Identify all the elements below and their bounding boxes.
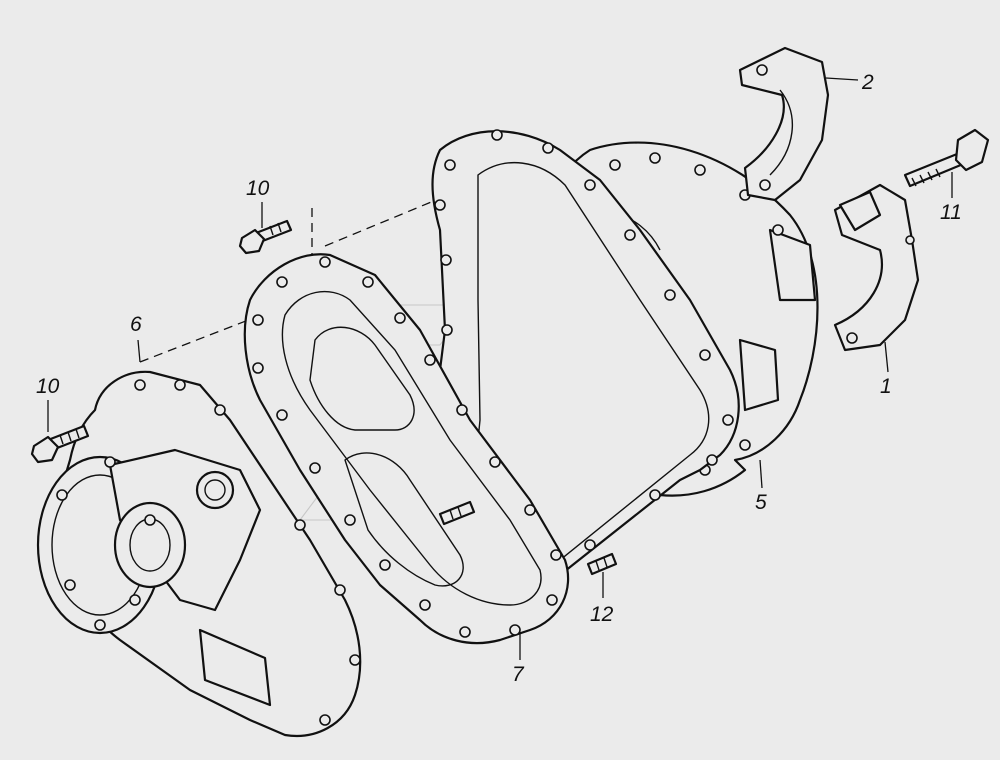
part-7-holes (252, 256, 562, 638)
part-11-bolt (903, 128, 990, 188)
part-10-bolt-lower (30, 424, 90, 464)
callout-2: 2 (862, 71, 874, 94)
part-6-front-cover (36, 370, 362, 738)
part-12-stud-lower (586, 552, 618, 576)
callout-12: 12 (590, 603, 614, 626)
part-12-stud-upper (438, 500, 476, 526)
callout-10-lower: 10 (36, 375, 60, 398)
callout-1: 1 (880, 375, 892, 398)
leader-lines (47, 77, 953, 660)
callout-5: 5 (755, 491, 767, 514)
part-10-bolt-upper (238, 219, 293, 255)
callout-11: 11 (940, 201, 962, 224)
callout-10-upper: 10 (246, 177, 270, 200)
callout-7: 7 (512, 663, 524, 686)
part-2-bearing-cap-upper (738, 46, 830, 202)
part-7-gasket (243, 253, 570, 645)
callout-6: 6 (130, 313, 142, 336)
part-1-bearing-cap-lower (833, 183, 920, 352)
part-6-holes (56, 379, 361, 726)
